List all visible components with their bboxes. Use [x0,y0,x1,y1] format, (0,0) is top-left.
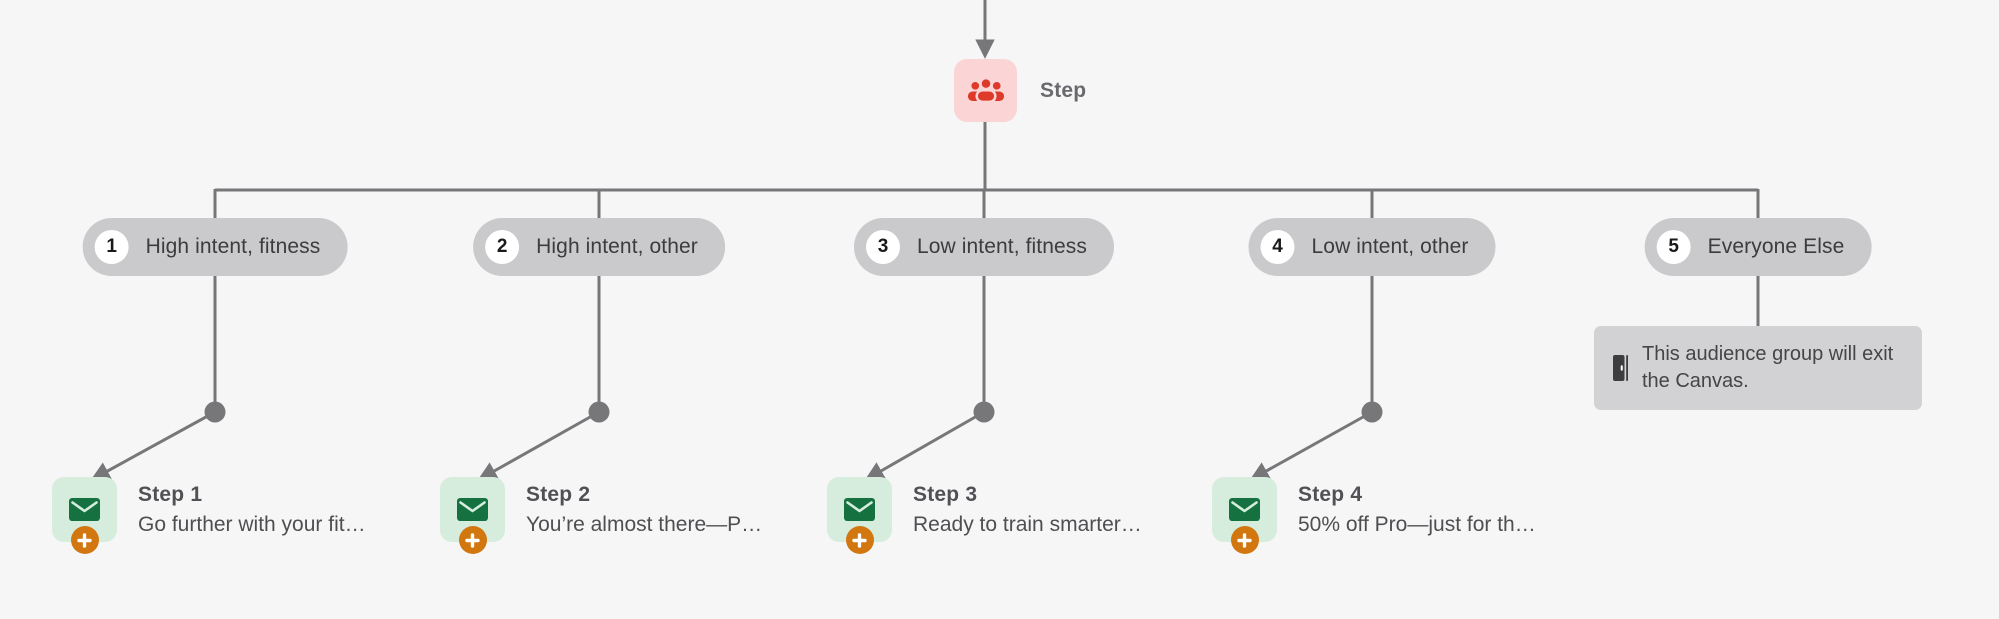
email-step-tile[interactable] [827,477,892,554]
step-title: Step 1 [138,483,203,506]
audience-branch-1[interactable]: 1 High intent, fitness [82,218,348,276]
exit-note-text: This audience group will exit the Canvas… [1642,341,1893,395]
exit-note-line: This audience group will exit [1642,343,1894,365]
step-title: Step 2 [526,483,591,506]
entry-step-label: Step [1040,78,1087,102]
step-subtitle: Ready to train smarter… [913,513,1142,536]
email-step-tile[interactable] [52,477,117,554]
step-title: Step 3 [913,483,978,506]
branch-label: High intent, other [536,235,698,258]
plus-icon [465,532,480,548]
exit-door-icon [1613,355,1628,381]
junction-dot [204,401,226,423]
email-icon [457,498,488,521]
step-subtitle: 50% off Pro—just for th… [1298,513,1536,536]
add-step-button[interactable] [70,526,99,554]
audience-branch-5[interactable]: 5 Everyone Else [1644,218,1872,276]
audience-branch-2[interactable]: 2 High intent, other [473,218,725,276]
plus-icon [77,532,92,548]
branch-label: High intent, fitness [145,235,321,258]
connector-to-step-2 [477,410,600,481]
branch-number-badge: 3 [866,230,900,264]
branch-number-badge: 4 [1260,230,1295,264]
exit-note-line: the Canvas. [1642,370,1749,392]
junction-dot [588,401,610,423]
junction-dot [973,401,995,423]
step-title: Step 4 [1298,483,1363,506]
connector-to-step-4 [1249,410,1373,481]
email-icon [1229,498,1260,521]
connector-to-step-1 [90,410,216,481]
branch-number-badge: 1 [94,230,129,264]
connector-to-step-3 [864,410,985,481]
junction-dot [1361,401,1383,423]
plus-icon [852,532,867,548]
step-subtitle: Go further with your fit… [138,513,366,536]
branch-number-badge: 2 [485,230,520,264]
email-icon [69,498,100,521]
audience-split-step-tile[interactable] [954,59,1017,122]
branch-label: Everyone Else [1707,235,1845,258]
branch-label: Low intent, fitness [917,235,1087,258]
audience-split-icon [967,76,1004,104]
add-step-button[interactable] [458,526,487,554]
add-step-button[interactable] [845,526,874,554]
exit-canvas-note: This audience group will exit the Canvas… [1594,326,1922,410]
plus-icon [1237,532,1252,548]
branch-number-badge: 5 [1656,230,1691,264]
email-step-tile[interactable] [440,477,505,554]
audience-branch-3[interactable]: 3 Low intent, fitness [854,218,1114,276]
email-step-tile[interactable] [1212,477,1277,554]
step-subtitle: You’re almost there—P… [526,513,763,536]
add-step-button[interactable] [1230,526,1259,554]
audience-branch-4[interactable]: 4 Low intent, other [1248,218,1496,276]
branch-label: Low intent, other [1311,235,1469,258]
email-icon [844,498,875,521]
